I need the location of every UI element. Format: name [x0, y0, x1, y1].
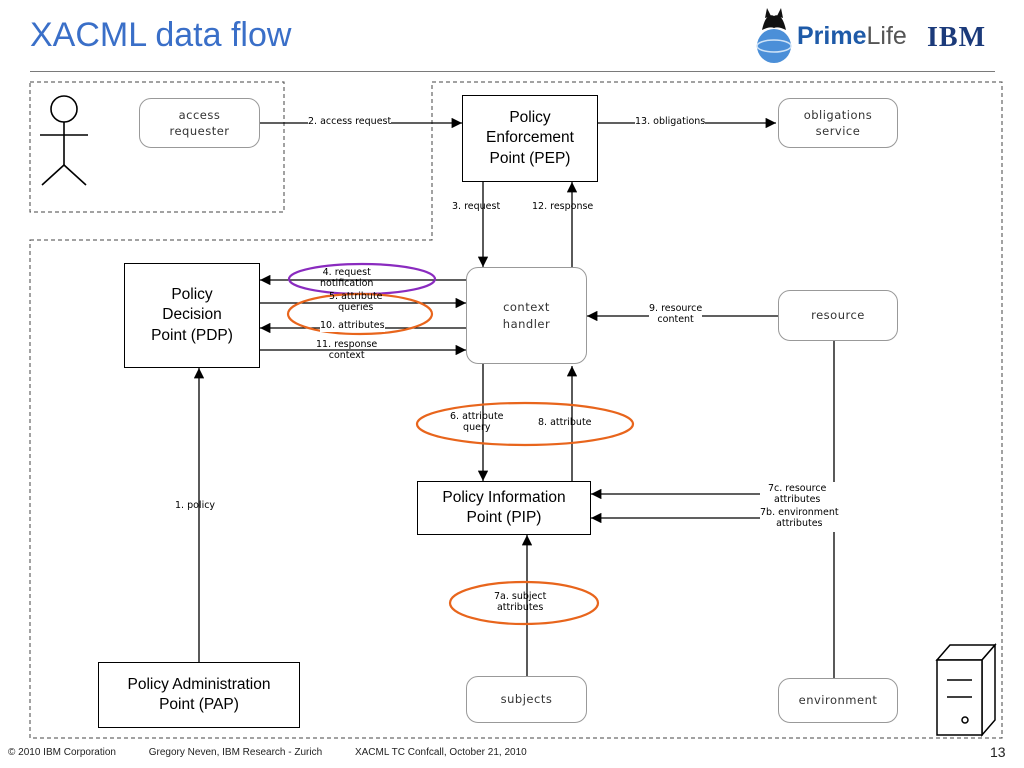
obligations-service-node: obligations service — [778, 98, 898, 148]
server-icon — [935, 642, 997, 738]
context-handler-node: context handler — [466, 267, 587, 364]
flow-label-12: 12. response — [532, 201, 594, 212]
flow-label-8: 8. attribute — [538, 417, 592, 428]
subjects-node: subjects — [466, 676, 587, 723]
pep-node: Policy Enforcement Point (PEP) — [462, 95, 598, 182]
footer-event: XACML TC Confcall, October 21, 2010 — [354, 747, 527, 758]
environment-node: environment — [778, 678, 898, 723]
pap-node: Policy Administration Point (PAP) — [98, 662, 300, 728]
flow-label-7b: 7b. environment attributes — [760, 507, 839, 530]
pip-node: Policy Information Point (PIP) — [417, 481, 591, 535]
resource-node: resource — [778, 290, 898, 341]
title-divider — [30, 71, 995, 72]
highlight-subject-attributes — [448, 580, 600, 626]
flow-label-7c: 7c. resource attributes — [768, 483, 827, 506]
footer-copyright: © 2010 IBM Corporation — [8, 747, 116, 758]
access-requester-node: access requester — [139, 98, 260, 148]
slide-title: XACML data flow — [30, 16, 292, 54]
requester-boundary — [29, 81, 285, 213]
flow-label-1: 1. policy — [175, 500, 216, 511]
ibm-logo: IBM — [927, 22, 986, 53]
flow-label-2: 2. access request — [308, 116, 392, 128]
flow-label-6: 6. attribute query — [450, 411, 504, 433]
flow-label-11: 11. response context — [316, 339, 378, 361]
flow-label-10: 10. attributes — [320, 320, 385, 332]
flow-label-9: 9. resource content — [649, 303, 703, 326]
highlight-attribute-exchange — [415, 401, 635, 447]
highlight-attribute-queries — [286, 292, 434, 336]
user-icon — [40, 95, 88, 186]
page-number: 13 — [990, 744, 1006, 760]
flow-label-4: 4. request notification — [320, 267, 374, 289]
system-boundary — [29, 81, 1003, 739]
primelife-brand: PrimeLife — [797, 22, 907, 50]
flow-label-5: 5. attribute queries — [329, 291, 383, 313]
pdp-node: Policy Decision Point (PDP) — [124, 263, 260, 368]
flow-label-3: 3. request — [452, 201, 501, 212]
flow-label-13: 13. obligations — [635, 116, 706, 128]
cat-globe-icon — [756, 8, 792, 63]
footer-author: Gregory Neven, IBM Research - Zurich — [148, 747, 323, 758]
footer: © 2010 IBM Corporation Gregory Neven, IB… — [8, 747, 557, 758]
flow-label-7a: 7a. subject attributes — [494, 591, 547, 613]
primelife-logo — [748, 6, 1008, 66]
